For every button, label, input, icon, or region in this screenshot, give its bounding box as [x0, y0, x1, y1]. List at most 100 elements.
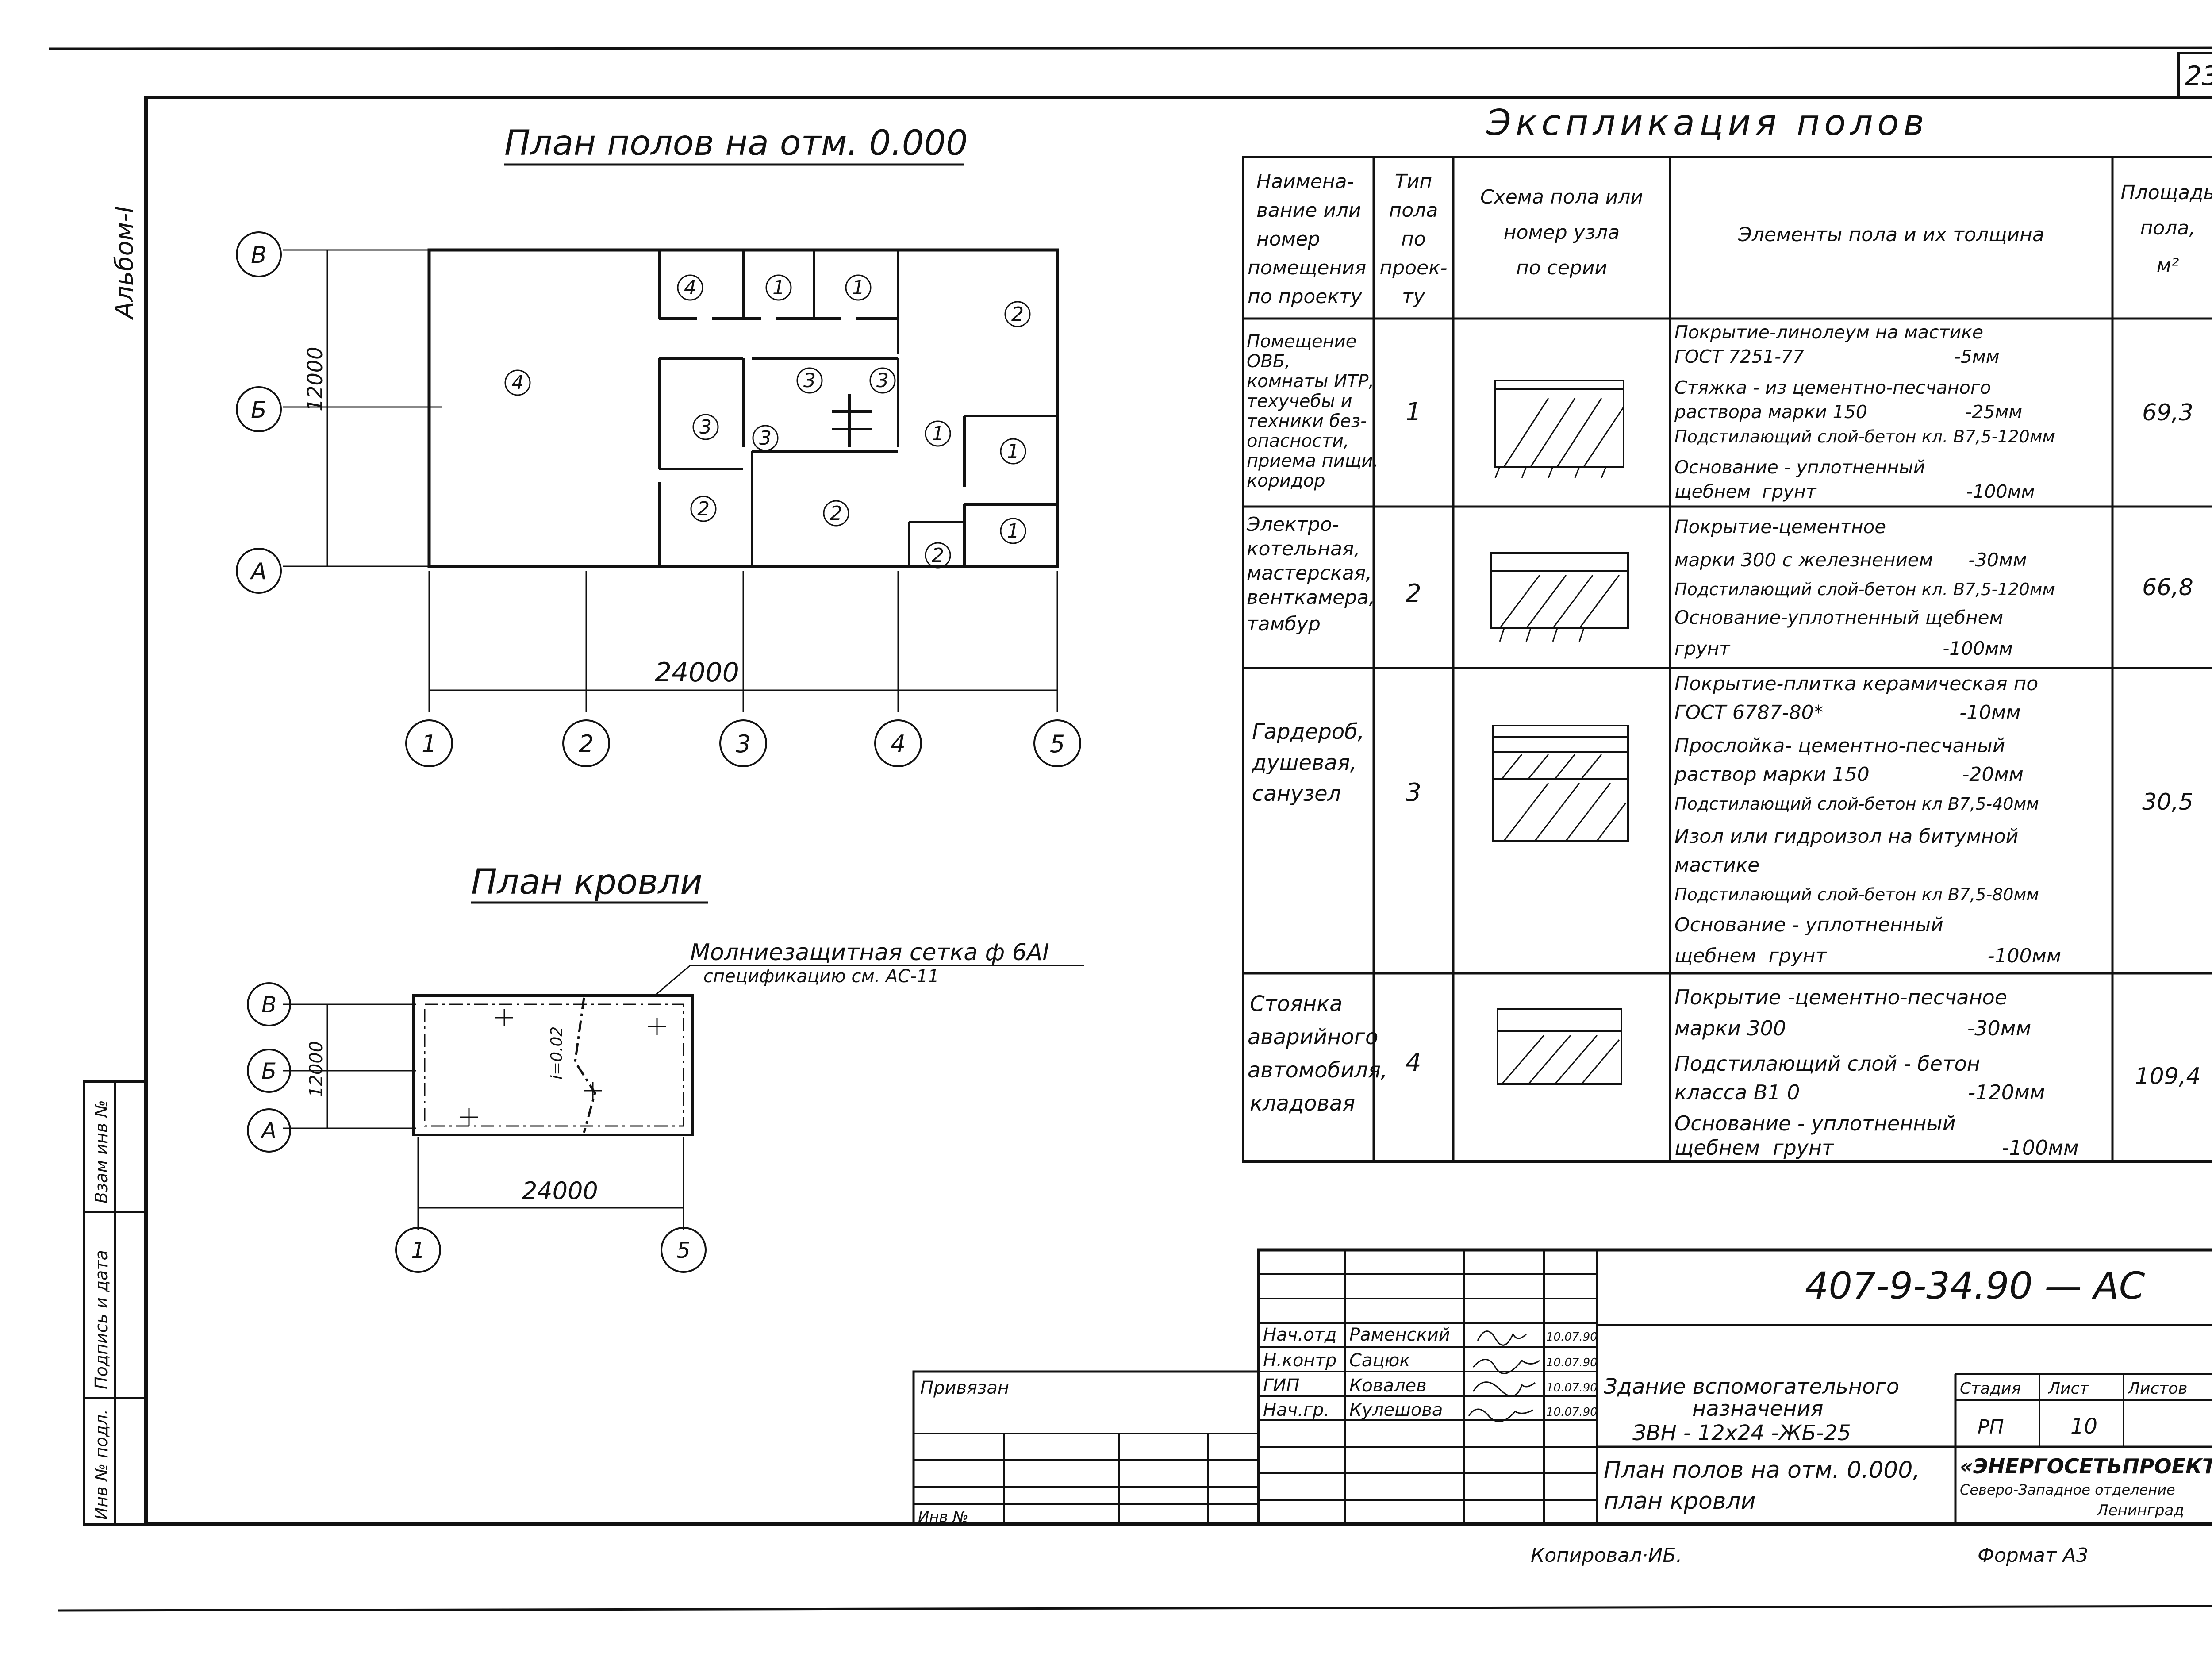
header-scheme: Схема пола или: [1480, 186, 1643, 208]
row-element: Основание-уплотненный щебнем: [1674, 607, 2003, 628]
row-type: 1: [1406, 398, 1421, 427]
page-number: 23: [2185, 61, 2212, 92]
row-element: Основание - уплотненный: [1674, 914, 1943, 936]
row-name-line: Электро-: [1246, 513, 1339, 536]
header-type: по: [1401, 228, 1426, 250]
axis-bubble: [236, 386, 282, 432]
doc-code: 407-9-34.90 — АС: [1805, 1264, 2145, 1307]
axis-label: В: [251, 242, 267, 269]
stage-header: Стадия: [1960, 1380, 2021, 1398]
roof-plan-title: План кровли: [471, 862, 703, 902]
row-name-line: техники без-: [1247, 411, 1367, 431]
axis-bubble: [236, 548, 282, 594]
axis-bubble: [247, 1049, 291, 1093]
axis-label: Б: [261, 1058, 276, 1084]
axis-bubble: [247, 1108, 291, 1153]
row-name-line: котельная,: [1247, 538, 1360, 560]
room-mark: 1: [932, 423, 944, 445]
row-element: Подстилающий слой - бетон: [1674, 1052, 1980, 1076]
signature: [1468, 1330, 1540, 1422]
signer-name: Кулешова: [1349, 1400, 1443, 1420]
room-mark: 2: [932, 544, 944, 567]
page-number-box: [2177, 52, 2212, 99]
floor-dim-length: 24000: [655, 657, 739, 688]
axis-label: 5: [676, 1238, 691, 1263]
room-mark: 2: [697, 498, 710, 520]
row-name-line: Гардероб,: [1252, 719, 1364, 744]
axis-bubble: [719, 719, 767, 767]
sign-date: 10.07.90: [1546, 1406, 1598, 1419]
row-element: Основание - уплотненный: [1674, 1111, 1956, 1135]
axis-label: 3: [736, 730, 751, 758]
room-mark: 1: [852, 277, 864, 299]
floor-section-scheme: [1497, 1008, 1622, 1085]
sheet-value: 10: [2070, 1414, 2097, 1439]
row-name-line: комнаты ИТР,: [1247, 371, 1374, 392]
floor-plan: План полов на отм. 0.000 12000 24000: [236, 123, 1081, 767]
row-type: 2: [1406, 579, 1421, 608]
org-branch: Северо-Западное отделение: [1960, 1481, 2175, 1498]
header-area: пола,: [2140, 217, 2196, 239]
header-name: помещения: [1248, 257, 1366, 279]
row-element: Изол или гидроизол на битумной: [1674, 825, 2018, 848]
axis-label: 2: [579, 730, 594, 758]
row-element: мастике: [1674, 854, 1759, 876]
axis-bubble: [874, 719, 922, 767]
header-elements: Элементы пола и их толщина: [1738, 223, 2044, 246]
row-element: раствор марки 150 -20мм: [1674, 763, 2024, 786]
header-name: вание или: [1256, 199, 1361, 222]
table-row: Гардероб, душевая, санузел 3 Покрытие-пл…: [1252, 673, 2193, 967]
row-name-line: Стоянка: [1250, 992, 1343, 1016]
room-mark: 3: [699, 416, 712, 438]
room-mark: 3: [759, 427, 772, 450]
row-element: Стяжка - из цементно-песчаного: [1674, 377, 1991, 398]
room-mark: 2: [830, 502, 842, 525]
row-area: 69,3: [2142, 400, 2193, 426]
row-element: раствора марки 150 -25мм: [1674, 401, 2022, 423]
sign-date: 10.07.90: [1546, 1330, 1598, 1344]
title-block: Привязан Инв № 407-9-34.90 — АС: [912, 1248, 2212, 1526]
axis-label: А: [260, 1118, 276, 1144]
sign-date: 10.07.90: [1546, 1381, 1598, 1395]
row-element: щебнем грунт -100мм: [1674, 1136, 2079, 1160]
floor-section-scheme: [1490, 552, 1629, 642]
roof-dim-length: 24000: [522, 1177, 598, 1205]
roof-slope-label: i=0.02: [548, 1026, 566, 1080]
row-name-line: кладовая: [1250, 1091, 1355, 1116]
row-element: Подстилающий слой-бетон кл. В7,5-120мм: [1674, 580, 2055, 599]
row-type: 3: [1406, 778, 1421, 807]
table-row: Помещение ОВБ, комнаты ИТР, техучебы и т…: [1247, 322, 2193, 502]
row-name-line: приема пищи,: [1247, 451, 1379, 471]
org-city: Ленинград: [2096, 1502, 2184, 1519]
floor-dim-width: 12000: [303, 347, 327, 411]
row-element: Покрытие-плитка керамическая по: [1674, 673, 2038, 695]
copied-by: Копировал·ИБ.: [1531, 1544, 1682, 1567]
header-name: Наимена-: [1256, 170, 1354, 193]
row-element: марки 300 -30мм: [1674, 1016, 2031, 1040]
sign-date: 10.07.90: [1546, 1356, 1598, 1369]
row-element: щебнем грунт -100мм: [1674, 481, 2035, 502]
header-area: м²: [2157, 254, 2179, 277]
roof-mesh-note: Молниезащитная сетка ф 6АI: [690, 939, 1049, 966]
row-element: Покрытие-линолеум на мастике: [1674, 322, 1983, 343]
linked-label: Привязан: [920, 1378, 1009, 1398]
role: Нач.отд: [1263, 1325, 1336, 1345]
axis-label: 1: [422, 730, 437, 758]
header-type: пола: [1389, 199, 1438, 222]
row-name-line: опасности,: [1247, 431, 1349, 451]
axis-bubble: [405, 719, 453, 767]
roof-dim-width: 12000: [306, 1041, 326, 1097]
floor-plan-title: План полов на отм. 0.000: [504, 123, 968, 163]
signer-name: Сацюк: [1349, 1350, 1410, 1371]
drawing-title: план кровли: [1604, 1488, 1756, 1514]
room-mark: 4: [511, 372, 524, 394]
row-element: Покрытие-цементное: [1674, 516, 1886, 538]
axis-label: А: [250, 558, 267, 585]
room-mark: 3: [803, 369, 816, 392]
explication-title: Экспликация полов: [1486, 102, 1928, 143]
row-area: 66,8: [2142, 574, 2193, 601]
row-name-line: санузел: [1252, 781, 1341, 806]
room-mark: 3: [876, 369, 889, 392]
header-scheme: по серии: [1516, 257, 1607, 279]
signer-name: Раменский: [1349, 1325, 1450, 1345]
